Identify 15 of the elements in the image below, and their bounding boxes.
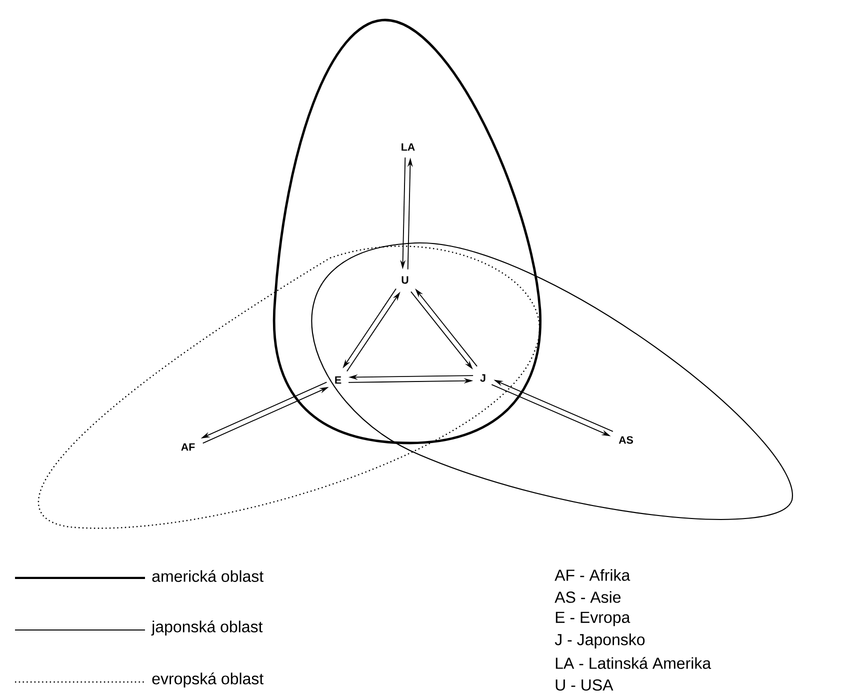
key-entry: E - Evropa bbox=[556, 612, 630, 626]
region-code: LA bbox=[402, 143, 415, 151]
region-code: U bbox=[402, 276, 408, 284]
legend-text: americká oblast bbox=[152, 570, 264, 582]
key-entry: AF - Afrika bbox=[554, 569, 630, 581]
key-entry: LA - Latinská Amerika bbox=[556, 657, 712, 669]
key-entry: J - Japonsko bbox=[554, 634, 645, 648]
region-code: AS bbox=[618, 436, 633, 444]
legend-text: evropská oblast bbox=[152, 672, 264, 688]
key-entry: AS - Asie bbox=[554, 591, 621, 603]
region-code: E bbox=[335, 376, 342, 384]
region-code: AF bbox=[181, 443, 195, 451]
legend-text: japonská oblast bbox=[151, 620, 263, 636]
key-entry: U - USA bbox=[556, 679, 614, 691]
region-code: J bbox=[480, 374, 486, 382]
